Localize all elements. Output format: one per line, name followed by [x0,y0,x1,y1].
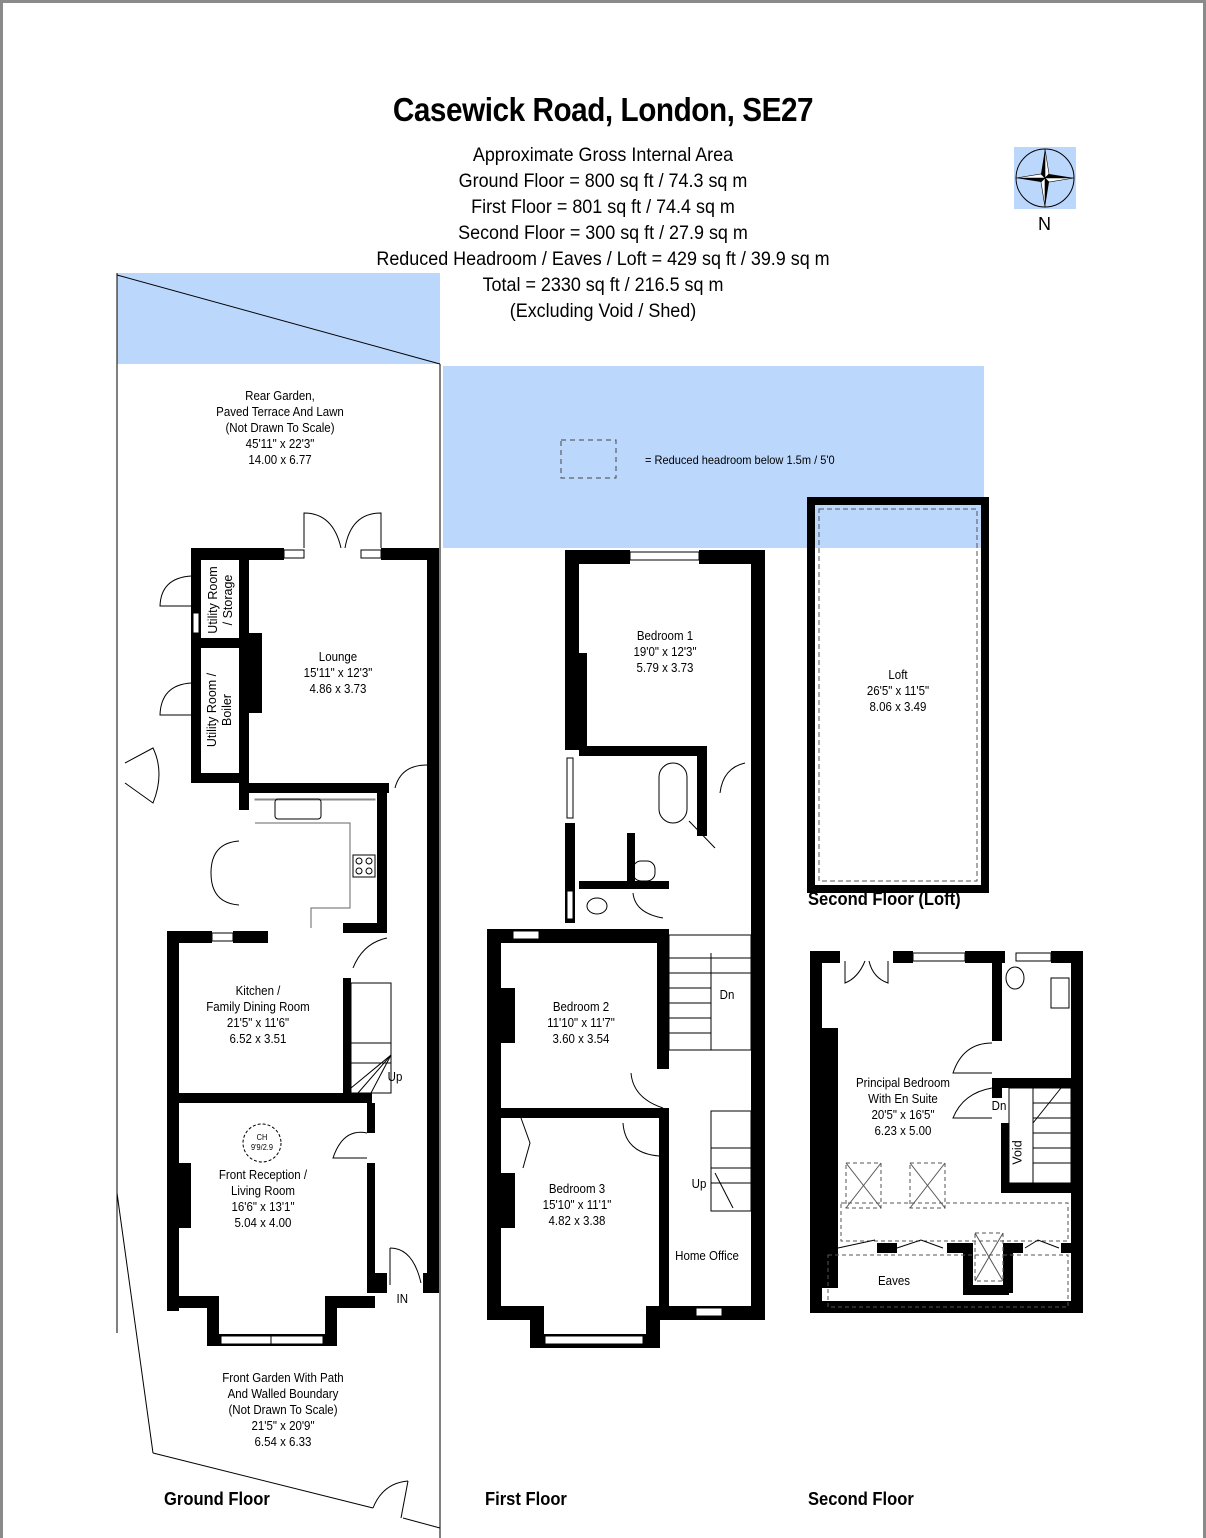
room-front-reception: Front Reception / Living Room 16'6" x 13… [218,1168,308,1230]
area-line: (Excluding Void / Shed) [509,300,697,322]
floorplan-drawing [116,273,1083,1538]
room-front-garden: Front Garden With Path And Walled Bounda… [222,1371,344,1449]
second-floor-walls [810,951,1083,1313]
room-void: Void [1010,1140,1025,1165]
site-boundary [152,1452,374,1509]
entrance-label: IN [396,1292,409,1306]
area-line: Total = 2330 sq ft / 216.5 sq m [482,274,724,296]
area-line: Reduced Headroom / Eaves / Loft = 429 sq… [376,248,830,270]
floor-label-ground: Ground Floor [164,1489,270,1509]
floor-label-loft: Second Floor (Loft) [808,889,961,909]
area-summary: Approximate Gross Internal Area Ground F… [3,142,1203,324]
room-bedroom-3: Bedroom 3 15'10" x 11'1" 4.82 x 3.38 [542,1182,612,1228]
stairs-up-label: Up [691,1177,707,1191]
floor-label-first: First Floor [485,1489,567,1509]
room-bedroom-2: Bedroom 2 11'10" x 11'7" 3.60 x 3.54 [547,1000,615,1046]
area-line: Ground Floor = 800 sq ft / 74.3 sq m [458,170,748,192]
room-home-office: Home Office [675,1249,739,1263]
room-eaves: Eaves [878,1274,910,1288]
compass-rose-icon [1014,147,1076,209]
site-boundary [116,274,441,365]
room-kitchen: Kitchen / Family Dining Room 21'5" x 11'… [206,984,310,1046]
area-line: Approximate Gross Internal Area [472,144,734,166]
loft-walls [807,497,989,893]
first-floor-walls [487,550,765,1348]
stairs-down-label: Dn [991,1099,1007,1113]
room-rear-garden: Rear Garden, Paved Terrace And Lawn (Not… [216,389,344,467]
stairs-down-label: Dn [719,988,735,1002]
site-boundary [402,1517,441,1529]
room-loft: Loft 26'5" x 11'5" 8.06 x 3.49 [866,668,930,714]
area-line: Second Floor = 300 sq ft / 27.9 sq m [458,222,748,244]
room-bedroom-1: Bedroom 1 19'0" x 12'3" 5.79 x 3.73 [633,629,697,675]
room-utility-boiler: Utility Room / Boiler [205,672,234,748]
site-boundary [116,1192,154,1454]
room-principal-bedroom: Principal Bedroom With En Suite 20'5" x … [856,1076,950,1138]
legend-text: = Reduced headroom below 1.5m / 5'0 [645,453,835,467]
floorplan-page: Casewick Road, London, SE27 Approximate … [3,3,1203,1538]
floor-label-second: Second Floor [808,1489,914,1509]
page-title: Casewick Road, London, SE27 [392,91,814,128]
first-floor-highlight [443,366,984,548]
room-lounge: Lounge 15'11" x 12'3" 4.86 x 3.73 [303,650,373,696]
ceiling-height-marker: CH 9'9/2.9 [251,1133,273,1152]
room-utility-storage: Utility Room / Storage [206,566,235,634]
north-label: N [1038,214,1051,234]
gate [400,1480,409,1519]
stairs-up-label: Up [387,1070,403,1084]
gate-swing [372,1480,409,1509]
area-line: First Floor = 801 sq ft / 74.4 sq m [471,196,735,218]
